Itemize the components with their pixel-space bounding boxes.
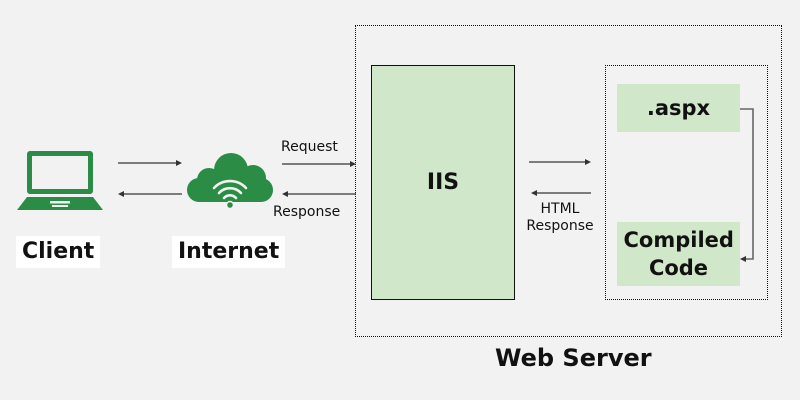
compiled-code-label: Compiled Code xyxy=(623,228,734,280)
laptop-icon xyxy=(17,150,103,212)
request-label: Request xyxy=(281,139,338,155)
request-response-arrows xyxy=(280,158,358,202)
client-label: Client xyxy=(16,236,101,268)
compile-arrow xyxy=(738,104,758,268)
html-response-line1: HTML xyxy=(540,201,580,217)
iis-label: IIS xyxy=(426,170,460,195)
client-internet-arrows xyxy=(116,155,184,205)
compiled-code-box: Compiled Code xyxy=(617,222,740,286)
html-response-label: HTML Response xyxy=(518,201,602,235)
web-server-label: Web Server xyxy=(495,344,652,372)
iis-box: IIS xyxy=(371,65,515,300)
page-processing-container xyxy=(605,65,768,300)
cloud-wifi-icon xyxy=(185,150,275,210)
iis-aspx-arrows xyxy=(527,155,595,205)
aspx-box: .aspx xyxy=(617,84,740,132)
internet-label: Internet xyxy=(172,236,286,268)
response-label: Response xyxy=(273,204,341,220)
web-server-container xyxy=(355,25,782,337)
aspx-label: .aspx xyxy=(646,96,711,120)
html-response-line2: Response xyxy=(526,218,594,234)
